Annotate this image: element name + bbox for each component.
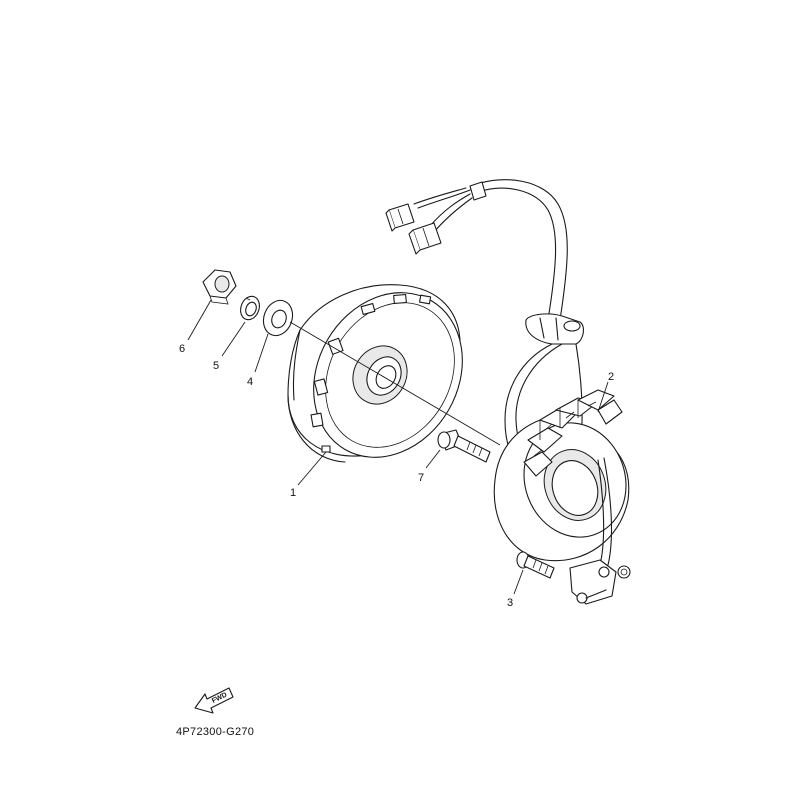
connector-upper	[385, 203, 415, 232]
callout-3: 3	[507, 597, 513, 609]
callout-7: 7	[418, 472, 424, 484]
callout-labels: 6 5 4 1 2 7 3	[179, 343, 614, 609]
part-code: 4P72300-G270	[176, 726, 254, 738]
flywheel-nut	[202, 269, 237, 305]
callout-2: 2	[608, 371, 614, 383]
callout-6: 6	[179, 343, 185, 355]
callout-4: 4	[247, 376, 253, 388]
callout-5: 5	[213, 360, 219, 372]
harness-grommet	[525, 313, 585, 345]
flywheel-rotor	[287, 284, 463, 463]
leader-lines	[187, 299, 609, 595]
fwd-arrow-icon: FWD	[194, 687, 234, 714]
stator-bolt	[437, 429, 491, 463]
pickup-screw	[516, 551, 555, 579]
stator-assembly	[493, 389, 631, 605]
lock-washer	[240, 295, 260, 321]
connector-lower	[408, 222, 442, 255]
washer	[262, 299, 294, 337]
callout-1: 1	[290, 487, 296, 499]
wire-harness	[413, 179, 568, 321]
